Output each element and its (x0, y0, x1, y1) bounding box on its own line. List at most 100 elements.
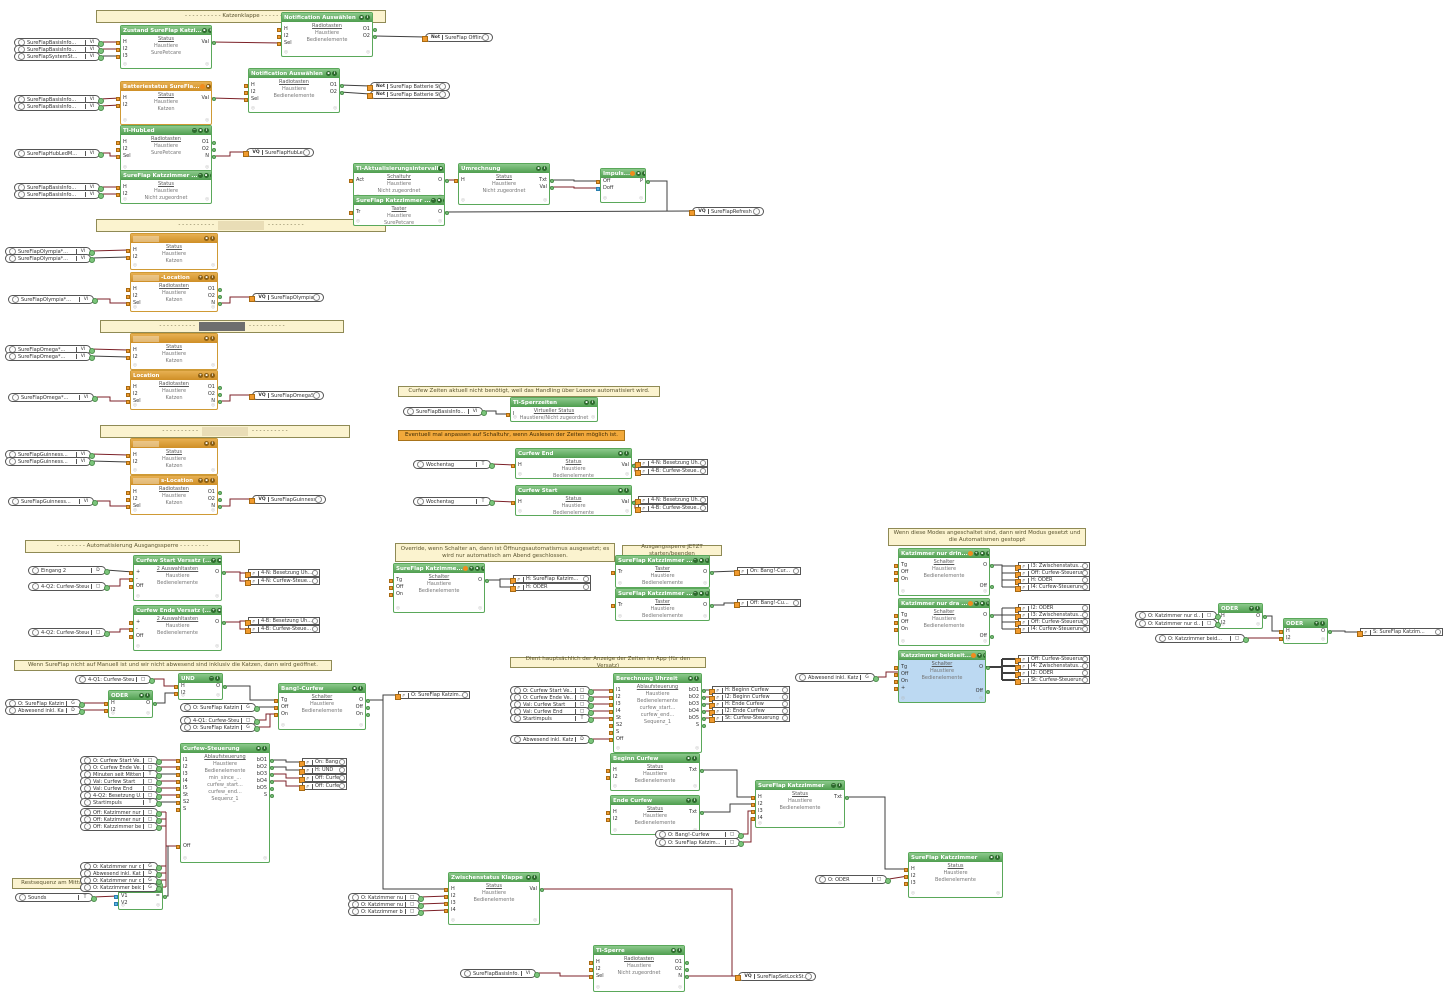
info-icon[interactable]: i (207, 28, 211, 33)
link-ref[interactable]: ↱4-B: Curfew-Steue... (634, 504, 708, 513)
output-connector[interactable] (702, 717, 706, 721)
output-connector[interactable] (366, 713, 370, 717)
input-connector[interactable] (894, 628, 898, 632)
ref-output-connector[interactable] (155, 818, 162, 824)
info-icon[interactable]: i (210, 441, 215, 446)
input-connector[interactable] (126, 386, 130, 390)
link-ref[interactable]: ↱Off: Bang!-Cu... (733, 599, 801, 608)
link-ref[interactable]: ↱I4: Curfew-Steuerung (1014, 583, 1090, 592)
output-connector[interactable] (685, 968, 689, 972)
ref-output-connector[interactable] (155, 759, 162, 765)
ref-output-connector[interactable] (88, 257, 95, 263)
gear-icon[interactable]: ◎ (983, 589, 987, 594)
input-connector[interactable] (444, 895, 448, 899)
ref-output-connector[interactable] (1214, 614, 1221, 620)
ref-output-connector[interactable] (737, 841, 744, 847)
info-icon[interactable]: i (442, 198, 444, 203)
comment-banner-sep-3[interactable]: - - - - - - - - - -- - - - - - - - - - (100, 425, 350, 438)
input-ref[interactable]: ◦Off: Katzzimmer bei...□ (80, 822, 162, 831)
gear-icon[interactable]: ◎ (618, 614, 622, 619)
ref-output-connector[interactable] (91, 396, 98, 402)
ref-output-connector[interactable] (97, 186, 104, 192)
input-connector[interactable] (589, 968, 593, 972)
input-connector[interactable] (104, 702, 108, 706)
link-ref[interactable]: ↱On: Bang!... (298, 758, 347, 767)
gear-icon[interactable]: ◎ (613, 784, 617, 789)
output-connector[interactable] (702, 689, 706, 693)
input-connector[interactable] (129, 571, 133, 575)
output-connector[interactable] (986, 666, 990, 670)
info-icon[interactable]: i (985, 551, 989, 556)
info-icon[interactable]: i (210, 236, 215, 241)
ref-input-connector[interactable] (242, 151, 249, 157)
gear-icon[interactable]: ◎ (438, 219, 442, 224)
input-connector[interactable] (611, 571, 615, 575)
link-input-connector[interactable] (733, 570, 740, 576)
gear-icon[interactable]: ◎ (451, 918, 455, 923)
link-input-connector[interactable] (244, 628, 251, 634)
link-input-connector[interactable] (298, 769, 305, 775)
minimize-icon[interactable]: − (692, 591, 698, 596)
ref-output-connector[interactable] (155, 773, 162, 779)
ref-output-connector[interactable] (884, 878, 891, 884)
gear-icon[interactable]: ◎ (979, 696, 983, 701)
input-connector[interactable] (894, 687, 898, 691)
input-connector[interactable] (894, 666, 898, 670)
info-icon[interactable]: i (590, 400, 595, 405)
input-connector[interactable] (174, 692, 178, 696)
info-icon[interactable]: i (210, 478, 215, 483)
output-connector[interactable] (550, 186, 554, 190)
input-connector[interactable] (349, 211, 353, 215)
gear-icon[interactable]: ◎ (1221, 622, 1225, 627)
output-ref[interactable]: VQSureFlapHubLedM...◦ (242, 148, 314, 157)
input-ref[interactable]: ◦O: Katzimmer nur d...□ (1135, 619, 1221, 628)
ref-output-connector[interactable] (97, 152, 104, 158)
input-connector[interactable] (126, 349, 130, 353)
input-connector[interactable] (894, 621, 898, 625)
input-ref[interactable]: ◦SureFlapOlympia*...VI (5, 254, 95, 263)
link-ref[interactable]: ↱H: UND (298, 766, 347, 775)
minimize-icon[interactable]: − (692, 558, 698, 563)
info-icon[interactable]: i (704, 591, 709, 596)
comment-banner-automatisierung[interactable]: - - - - - - - - Automatisierung Ausgangs… (25, 540, 240, 553)
output-connector[interactable] (366, 699, 370, 703)
ref-output-connector[interactable] (417, 910, 424, 916)
gear-icon[interactable]: ◎ (703, 581, 707, 586)
ref-input-connector[interactable] (688, 210, 695, 216)
properties-icon[interactable]: ▪ (198, 128, 203, 133)
input-connector[interactable] (244, 98, 248, 102)
output-connector[interactable] (212, 155, 216, 159)
comment-banner-manuell-hinweis[interactable]: Wenn SureFlap nicht auf Manuell ist und … (14, 660, 332, 671)
ref-output-connector[interactable] (155, 825, 162, 831)
ref-output-connector[interactable] (155, 801, 162, 807)
input-connector[interactable] (116, 55, 120, 59)
input-connector[interactable] (444, 902, 448, 906)
link-input-connector[interactable] (1014, 572, 1021, 578)
ref-input-connector[interactable] (366, 93, 373, 99)
output-connector[interactable] (218, 295, 222, 299)
ref-output-connector[interactable] (587, 689, 594, 695)
ref-output-connector[interactable] (88, 460, 95, 466)
expand-icon[interactable]: + (1249, 606, 1254, 611)
input-connector[interactable] (904, 868, 908, 872)
output-connector[interactable] (218, 505, 222, 509)
link-input-connector[interactable] (1014, 628, 1021, 634)
expand-icon[interactable]: + (1314, 621, 1319, 626)
alert-dot-icon[interactable] (967, 551, 973, 556)
properties-icon[interactable]: ▪ (352, 686, 357, 691)
gear-icon[interactable]: ◎ (911, 891, 915, 896)
link-input-connector[interactable] (708, 696, 715, 702)
info-icon[interactable]: i (209, 173, 211, 178)
input-connector[interactable] (116, 97, 120, 101)
info-icon[interactable]: i (692, 798, 697, 803)
alert-dot-icon[interactable] (630, 171, 636, 176)
